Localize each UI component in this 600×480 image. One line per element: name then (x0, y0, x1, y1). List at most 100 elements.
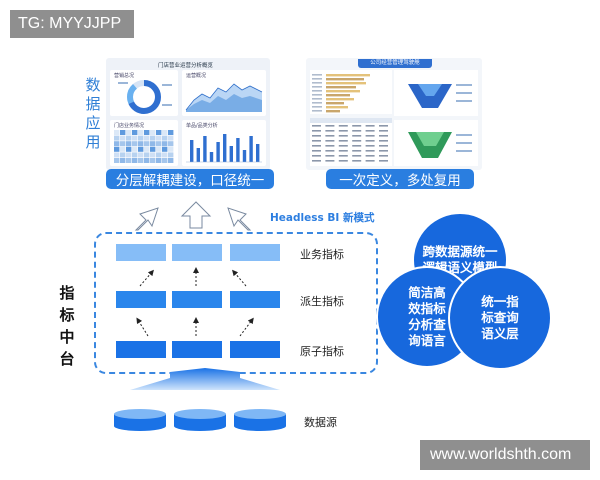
metrics-platform-label: 指标中台 (59, 284, 75, 368)
heatmap-cell (144, 135, 150, 141)
heatmap-cell (132, 158, 138, 163)
caption-layered-build: 分层解耦建设，口径统一 (106, 169, 274, 189)
table-cell (365, 150, 375, 152)
bar-chart-card: 单品/品类分析 (182, 120, 266, 166)
derived-metric-block-2 (172, 291, 222, 308)
table-cell (352, 125, 362, 127)
output-arrows (134, 201, 252, 231)
table-cell (365, 145, 375, 147)
hbar-label-stub (312, 98, 322, 100)
heatmap-cell (162, 158, 168, 163)
table-cell (352, 155, 362, 157)
heatmap-cell (132, 130, 138, 135)
heatmap-cell (138, 158, 144, 163)
hbar (326, 94, 350, 97)
table-cell (325, 145, 335, 147)
heatmap-cell (126, 135, 132, 141)
heatmap-cell (126, 152, 132, 158)
business-metric-block-1 (116, 244, 166, 261)
table-cell (379, 155, 388, 157)
heatmap-cell (156, 141, 162, 147)
table-cell (312, 130, 321, 132)
table-cell (352, 140, 362, 142)
table-cell (352, 160, 362, 162)
arrow-up-left-icon (134, 207, 159, 231)
heatmap-cell (126, 130, 132, 135)
left-dashboard-thumbnail: 门店营业运营分析概览 营销总况 运营概况 门店业务情况 单品/品类分析 (106, 58, 270, 170)
table-cell (312, 140, 321, 142)
hbar (326, 82, 366, 85)
datasource-cylinders (114, 409, 286, 431)
table-cell (338, 155, 348, 157)
heatmap-cell (144, 152, 150, 158)
donut-card: 营销总况 (110, 70, 178, 116)
table-cell (379, 125, 388, 127)
arrow-atomic-to-derived-1 (136, 317, 149, 337)
right-dashboard-title: 公司经营管理驾驶舱 (370, 60, 420, 66)
heatmap-card: 门店业务情况 (110, 120, 178, 166)
heatmap-cell (138, 130, 144, 135)
heatmap-cell (156, 130, 162, 135)
area-card-caption: 运营概况 (186, 73, 207, 79)
table-cell (325, 150, 335, 152)
hbar-label-stub (312, 94, 322, 96)
horizontal-bar-chart (310, 70, 392, 114)
layer-label-business: 业务指标 (300, 248, 344, 261)
watermark-bottom-text: www.worldshth.com (430, 446, 572, 463)
table-cell (352, 145, 362, 147)
mini-bar (229, 146, 233, 162)
table-cell (379, 145, 388, 147)
heatmap-cell (120, 146, 126, 152)
heatmap-cell (162, 130, 168, 135)
heatmap-cell (138, 146, 144, 152)
heatmap-cell (156, 135, 162, 141)
table-cell (312, 150, 321, 152)
layer-label-derived: 派生指标 (300, 295, 344, 308)
heatmap-cell (168, 146, 174, 152)
table-cell (338, 125, 348, 127)
hbar (326, 74, 370, 77)
bar-card-caption: 单品/品类分析 (186, 123, 218, 129)
business-metric-block-2 (172, 244, 222, 261)
table-cell (365, 125, 375, 127)
watermark-top-text: TG: MYYJJPP (18, 15, 122, 32)
table-cell (312, 160, 321, 162)
data-app-label: 数据应用 (85, 76, 101, 151)
hbar-label-stub (312, 102, 322, 104)
derived-metric-block-3 (230, 291, 280, 308)
table-cell (325, 135, 335, 137)
watermark-top: TG: MYYJJPP (10, 10, 134, 38)
heatmap-cell (168, 141, 174, 147)
heatmap-cell (132, 152, 138, 158)
derived-metric-block-1 (116, 291, 166, 308)
right-dashboard-thumbnail: 公司经营管理驾驶舱 (306, 58, 482, 170)
layer-arrows (136, 267, 254, 337)
heatmap-cell (114, 152, 120, 158)
caption-define-once-text: 一次定义，多处复用 (339, 173, 461, 189)
heatmap-cell (120, 152, 126, 158)
mini-bar (203, 136, 207, 162)
circle-semantic-layer: 统一指 标查询 语义层 (448, 266, 552, 370)
table-cell (325, 130, 335, 132)
datasource-label: 数据源 (304, 416, 337, 429)
mini-bar (216, 142, 220, 162)
donut-card-caption: 营销总况 (114, 73, 135, 79)
mini-bar (242, 150, 247, 162)
left-dashboard-title: 门店营业运营分析概览 (158, 63, 214, 69)
heatmap-cell (162, 146, 168, 152)
heatmap-grid (114, 130, 174, 163)
table-cell (338, 160, 348, 162)
arrow-derived-to-business-1 (139, 269, 154, 287)
heatmap-cell (132, 146, 138, 152)
mini-bar (223, 134, 227, 162)
heatmap-cell (162, 141, 168, 147)
database-icon (174, 409, 226, 431)
table-cell (365, 155, 375, 157)
table-cell (379, 140, 388, 142)
heatmap-cell (150, 135, 156, 141)
heatmap-cell (168, 152, 174, 158)
hbar (326, 78, 364, 81)
heatmap-cell (168, 130, 174, 135)
heatmap-cell (150, 130, 156, 135)
heatmap-cell (132, 135, 138, 141)
